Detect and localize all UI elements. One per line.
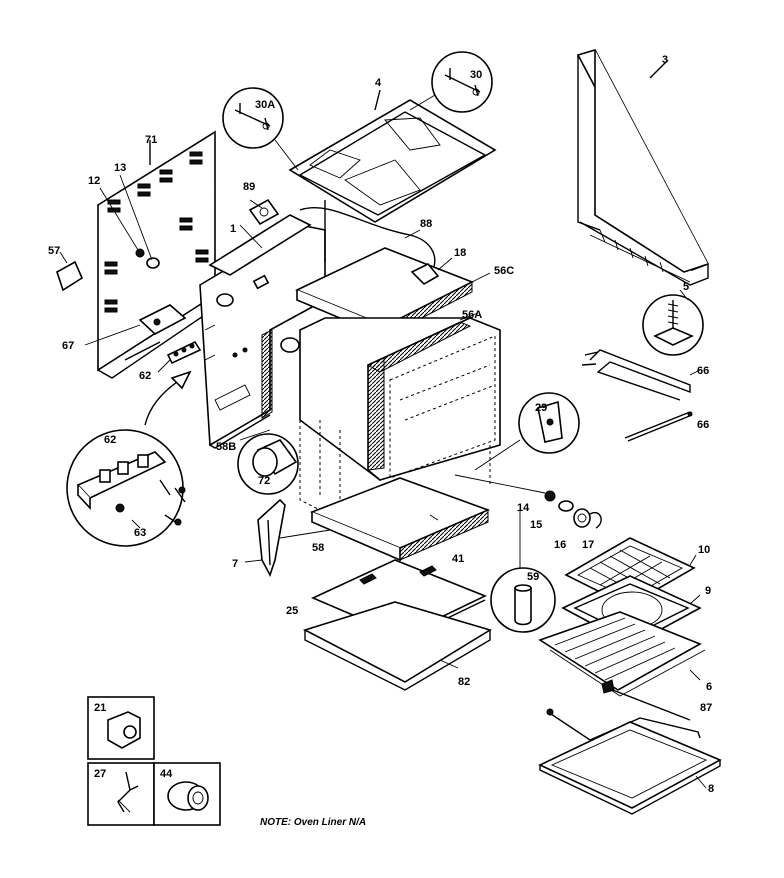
label-13: 13 bbox=[114, 162, 126, 174]
callout-circle-29 bbox=[474, 392, 580, 471]
socket-part-14 bbox=[454, 474, 556, 502]
label-87: 87 bbox=[700, 702, 712, 714]
wiring-part-1 bbox=[208, 200, 326, 290]
hinge-arm-part-7 bbox=[244, 498, 286, 578]
label-17: 17 bbox=[582, 539, 594, 551]
label-12: 12 bbox=[88, 175, 100, 187]
oven-cavity-part bbox=[299, 312, 501, 531]
door-panel-part bbox=[576, 49, 710, 286]
label-89: 89 bbox=[243, 181, 255, 193]
bake-element-part-87 bbox=[546, 679, 701, 741]
clip-part-18 bbox=[410, 257, 453, 285]
label-56a: 56A bbox=[462, 309, 482, 321]
label-58: 58 bbox=[312, 542, 324, 554]
callout-circle-30a bbox=[222, 87, 299, 171]
callout-circle-5 bbox=[642, 289, 704, 356]
drawer-bottom-part-82 bbox=[302, 601, 492, 691]
side-panel-part bbox=[199, 224, 326, 449]
bottom-panel-part-8 bbox=[538, 721, 722, 815]
label-72: 72 bbox=[258, 475, 270, 487]
callout-circle-30 bbox=[409, 51, 493, 113]
label-15: 15 bbox=[530, 519, 542, 531]
bracket-part-57 bbox=[56, 251, 84, 292]
label-41: 41 bbox=[452, 553, 464, 565]
label-44: 44 bbox=[160, 768, 173, 780]
label-57: 57 bbox=[48, 245, 60, 257]
callout-labels: 3 4 30 30A 71 12 13 89 1 88 18 56C 57 5 … bbox=[48, 54, 714, 828]
top-frame-part bbox=[288, 89, 497, 223]
broil-element-part-66a bbox=[581, 349, 701, 401]
label-67: 67 bbox=[62, 340, 74, 352]
label-7: 7 bbox=[232, 558, 238, 570]
label-27: 27 bbox=[94, 768, 106, 780]
oven-rack-part-6 bbox=[538, 611, 706, 697]
insulation-roll-part-72 bbox=[237, 429, 299, 495]
label-30a: 30A bbox=[255, 99, 275, 111]
label-9: 9 bbox=[705, 585, 711, 597]
label-66-bottom: 66 bbox=[697, 419, 709, 431]
oven-liner-note: NOTE: Oven Liner N/A bbox=[260, 817, 366, 828]
label-18: 18 bbox=[454, 247, 466, 259]
label-25: 25 bbox=[286, 605, 298, 617]
label-62: 62 bbox=[139, 370, 151, 382]
label-6: 6 bbox=[706, 681, 712, 693]
screw-part-13 bbox=[119, 174, 160, 269]
label-21: 21 bbox=[94, 702, 106, 714]
label-63: 63 bbox=[134, 527, 146, 539]
label-14: 14 bbox=[517, 502, 530, 514]
bracket-part-67 bbox=[84, 304, 187, 361]
callout-circle-62 bbox=[66, 370, 192, 547]
label-30: 30 bbox=[470, 69, 482, 81]
label-10: 10 bbox=[698, 544, 710, 556]
label-58b: 58B bbox=[216, 441, 236, 453]
label-3: 3 bbox=[662, 54, 668, 66]
label-4: 4 bbox=[375, 77, 382, 89]
inset-box-44 bbox=[153, 762, 221, 826]
inset-box-21 bbox=[87, 696, 155, 760]
label-71: 71 bbox=[145, 134, 157, 146]
back-panel-part bbox=[97, 130, 216, 379]
inset-box-27 bbox=[87, 762, 155, 826]
wire-part-88 bbox=[299, 206, 436, 273]
screw-part-12 bbox=[99, 187, 145, 258]
label-16: 16 bbox=[554, 539, 566, 551]
label-59: 59 bbox=[527, 571, 539, 583]
label-66-top: 66 bbox=[697, 365, 709, 377]
label-82: 82 bbox=[458, 676, 470, 688]
callout-circle-59 bbox=[490, 510, 556, 633]
retainer-part-17 bbox=[589, 511, 602, 529]
lens-part-16 bbox=[573, 508, 591, 528]
label-62-callout: 62 bbox=[104, 434, 116, 446]
thermostat-part-89 bbox=[248, 198, 280, 226]
label-8: 8 bbox=[708, 783, 714, 795]
insulation-part-58 bbox=[279, 477, 491, 562]
label-29: 29 bbox=[535, 402, 547, 414]
terminal-block-part-62 bbox=[157, 340, 202, 373]
label-56c: 56C bbox=[494, 265, 514, 277]
lamp-part-15 bbox=[558, 500, 574, 512]
label-5: 5 bbox=[683, 281, 689, 293]
label-1: 1 bbox=[230, 223, 236, 235]
broil-element-part-66b bbox=[624, 411, 693, 442]
label-88: 88 bbox=[420, 218, 432, 230]
